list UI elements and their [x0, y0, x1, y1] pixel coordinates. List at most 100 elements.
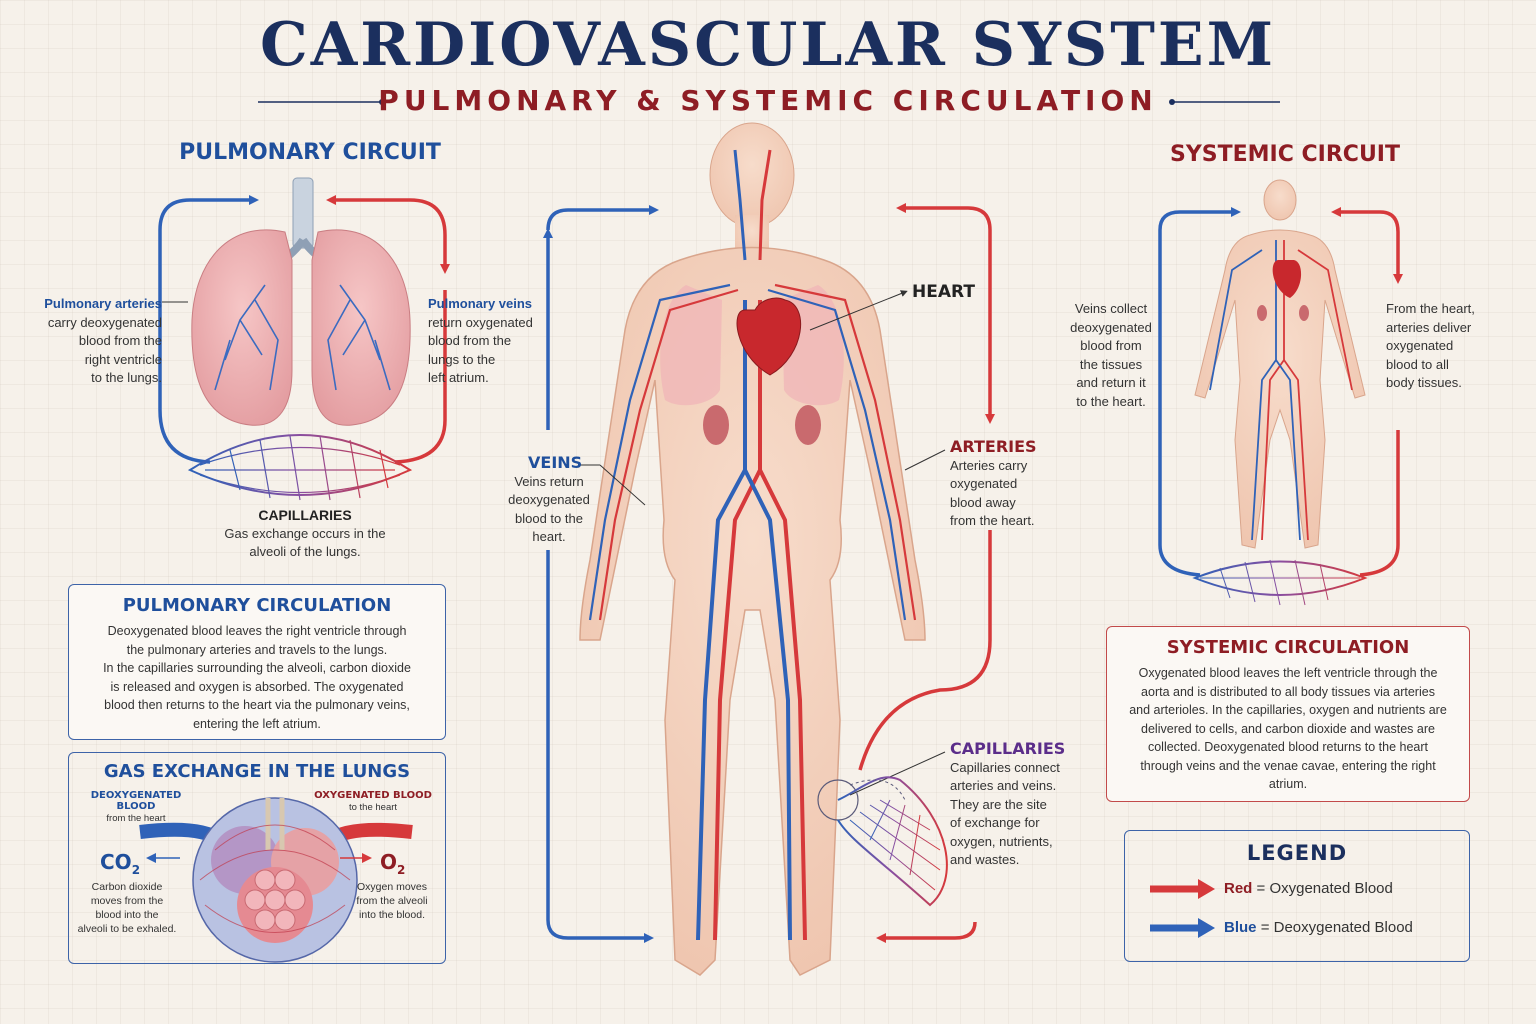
systemic-loop-arrows: [1158, 207, 1403, 606]
systemic-arteries-line: body tissues.: [1386, 375, 1462, 390]
pulmonary-veins-title: Pulmonary veins: [428, 296, 533, 311]
systemic-veins-line: to the heart.: [1076, 393, 1146, 409]
capillaries-title: CAPILLARIES: [950, 739, 1066, 758]
legend-blue-arrow: [1150, 918, 1215, 938]
pulmonary-arteries-line: carry deoxygenated: [47, 314, 162, 330]
oxy-title: OXYGENATED BLOOD: [314, 790, 432, 801]
legend-red-text: = Oxygenated Blood: [1256, 880, 1393, 897]
systemic-circulation-line: and arterioles. In the capillaries, oxyg…: [1129, 703, 1447, 717]
systemic-veins-line: and return it: [1076, 375, 1146, 390]
pulmonary-circulation-line: blood then returns to the heart via the …: [104, 698, 410, 712]
pulmonary-veins-line: blood from the: [428, 333, 512, 348]
systemic-veins-line: deoxygenated: [1070, 319, 1152, 335]
legend-red-arrow: [1150, 879, 1215, 899]
human-body-illustration: [579, 122, 926, 976]
capillaries-line: arteries and veins.: [950, 778, 1057, 793]
o2-line: Oxygen moves: [356, 881, 428, 893]
arteries-line: Arteries carry: [950, 457, 1028, 473]
systemic-arteries-line: arteries deliver: [1386, 319, 1472, 335]
pulmonary-circulation-panel: PULMONARY CIRCULATION Deoxygenated blood…: [68, 584, 446, 740]
arteries-label: ARTERIES Arteries carry oxygenated blood…: [950, 437, 1060, 531]
pulmonary-arteries-line: to the lungs.: [91, 370, 162, 385]
capillaries-label: CAPILLARIES Capillaries connect arteries…: [950, 739, 1080, 870]
legend-blue-entry: Blue = Deoxygenated Blood: [1224, 919, 1413, 936]
lungs-illustration: [187, 177, 413, 501]
legend-red-key: Red: [1224, 880, 1253, 897]
heart-label: HEART: [912, 282, 975, 302]
arteries-line: from the heart.: [950, 513, 1035, 528]
pulmonary-circulation-line: is released and oxygen is absorbed. The …: [110, 679, 404, 694]
veins-line: deoxygenated: [508, 492, 590, 507]
gas-exchange-heading: GAS EXCHANGE IN THE LUNGS: [103, 761, 411, 782]
arteries-line: blood away: [950, 494, 1016, 510]
veins-leader-2: [599, 464, 646, 506]
pulmonary-circulation-line: In the capillaries surrounding the alveo…: [103, 661, 411, 675]
veins-line: heart.: [532, 529, 566, 544]
systemic-circulation-line: aorta and is distributed to all body tis…: [1141, 684, 1435, 699]
legend-red-entry: Red = Oxygenated Blood: [1224, 880, 1393, 897]
systemic-circulation-panel: SYSTEMIC CIRCULATION Oxygenated blood le…: [1106, 626, 1470, 802]
oxy-sub: to the heart: [348, 802, 398, 813]
o2-description: Oxygen moves from the alveoli into the b…: [342, 880, 442, 922]
pulmonary-circuit-heading: PULMONARY CIRCUIT: [179, 140, 441, 165]
systemic-circulation-line: through veins and the venae cavae, enter…: [1140, 758, 1436, 773]
o2-subscript: 2: [397, 863, 406, 877]
systemic-arteries-line: blood to all: [1386, 356, 1449, 372]
co2-line: Carbon dioxide: [91, 881, 163, 893]
systemic-arteries-label: From the heart, arteries deliver oxygena…: [1386, 300, 1496, 393]
systemic-arteries-line: oxygenated: [1386, 338, 1454, 353]
pulmonary-circulation-line: entering the left atrium.: [193, 716, 321, 731]
co2-line: blood into the: [95, 909, 159, 921]
co2-description: Carbon dioxide moves from the blood into…: [72, 880, 182, 936]
pulmonary-circulation-body: Deoxygenated blood leaves the right vent…: [69, 622, 445, 733]
legend-panel: LEGEND: [1124, 830, 1470, 962]
veins-line: blood to the: [515, 510, 583, 526]
capillaries-line: Capillaries connect: [950, 759, 1060, 775]
co2-label: CO2: [100, 850, 140, 877]
veins-line: Veins return: [514, 473, 584, 489]
co2-subscript: 2: [131, 863, 141, 877]
capillaries-line: They are the site: [950, 796, 1047, 812]
capillaries-line: oxygen, nutrients,: [950, 833, 1053, 849]
pulmonary-circulation-line: the pulmonary arteries and travels to th…: [126, 642, 388, 657]
capillaries-line: of exchange for: [950, 815, 1040, 830]
systemic-circulation-line: atrium.: [1268, 777, 1308, 791]
legend-blue-key: Blue: [1224, 919, 1257, 936]
systemic-circuit-heading: SYSTEMIC CIRCUIT: [1169, 142, 1400, 167]
co2-line: alveoli to be exhaled.: [77, 923, 177, 935]
o2-line: into the blood.: [359, 909, 425, 921]
pulmonary-capillaries-line: Gas exchange occurs in the: [224, 525, 386, 541]
systemic-circulation-line: delivered to cells, and carbon dioxide a…: [1141, 721, 1435, 736]
deoxy-title: DEOXYGENATED BLOOD: [90, 790, 182, 812]
alveoli-illustration: [139, 797, 413, 963]
small-body-illustration: [1194, 179, 1366, 549]
systemic-veins-label: Veins collect deoxygenated blood from th…: [1056, 300, 1166, 411]
o2-line: from the alveoli: [356, 895, 428, 907]
pulmonary-veins-label: Pulmonary veins return oxygenated blood …: [428, 295, 540, 388]
pulmonary-loop-arrows: [158, 195, 450, 464]
pulmonary-circulation-line: Deoxygenated blood leaves the right vent…: [107, 624, 407, 638]
legend-heading: LEGEND: [1246, 841, 1348, 865]
systemic-circulation-heading: SYSTEMIC CIRCULATION: [1166, 637, 1410, 658]
pulmonary-arteries-title: Pulmonary arteries: [44, 296, 162, 311]
arteries-line: oxygenated: [950, 476, 1018, 491]
pulmonary-capillaries-title: CAPILLARIES: [258, 507, 352, 523]
page-title: CARDIOVASCULAR SYSTEM: [259, 10, 1277, 80]
systemic-veins-line: Veins collect: [1074, 301, 1148, 316]
pulmonary-veins-line: return oxygenated: [428, 314, 533, 330]
gas-exchange-panel: GAS EXCHANGE IN THE LUNGS: [68, 752, 446, 964]
capillaries-line: and wastes.: [950, 852, 1020, 867]
systemic-circulation-line: Oxygenated blood leaves the left ventric…: [1138, 666, 1438, 680]
title-divider: [258, 99, 1280, 105]
pulmonary-circulation-heading: PULMONARY CIRCULATION: [122, 595, 392, 616]
pulmonary-capillaries-line: alveoli of the lungs.: [249, 544, 361, 559]
page-subtitle: PULMONARY & SYSTEMIC CIRCULATION: [378, 84, 1158, 117]
systemic-arteries-line: From the heart,: [1386, 301, 1475, 316]
veins-label: VEINS Veins return deoxygenated blood to…: [494, 453, 604, 547]
pulmonary-arteries-line: right ventricle: [84, 351, 162, 367]
legend-blue-text: = Deoxygenated Blood: [1260, 919, 1413, 936]
capillaries-leader: [849, 751, 946, 796]
pulmonary-arteries-label: Pulmonary arteries carry deoxygenated bl…: [40, 295, 162, 388]
systemic-circulation-line: collected. Deoxygenated blood returns to…: [1147, 740, 1429, 754]
